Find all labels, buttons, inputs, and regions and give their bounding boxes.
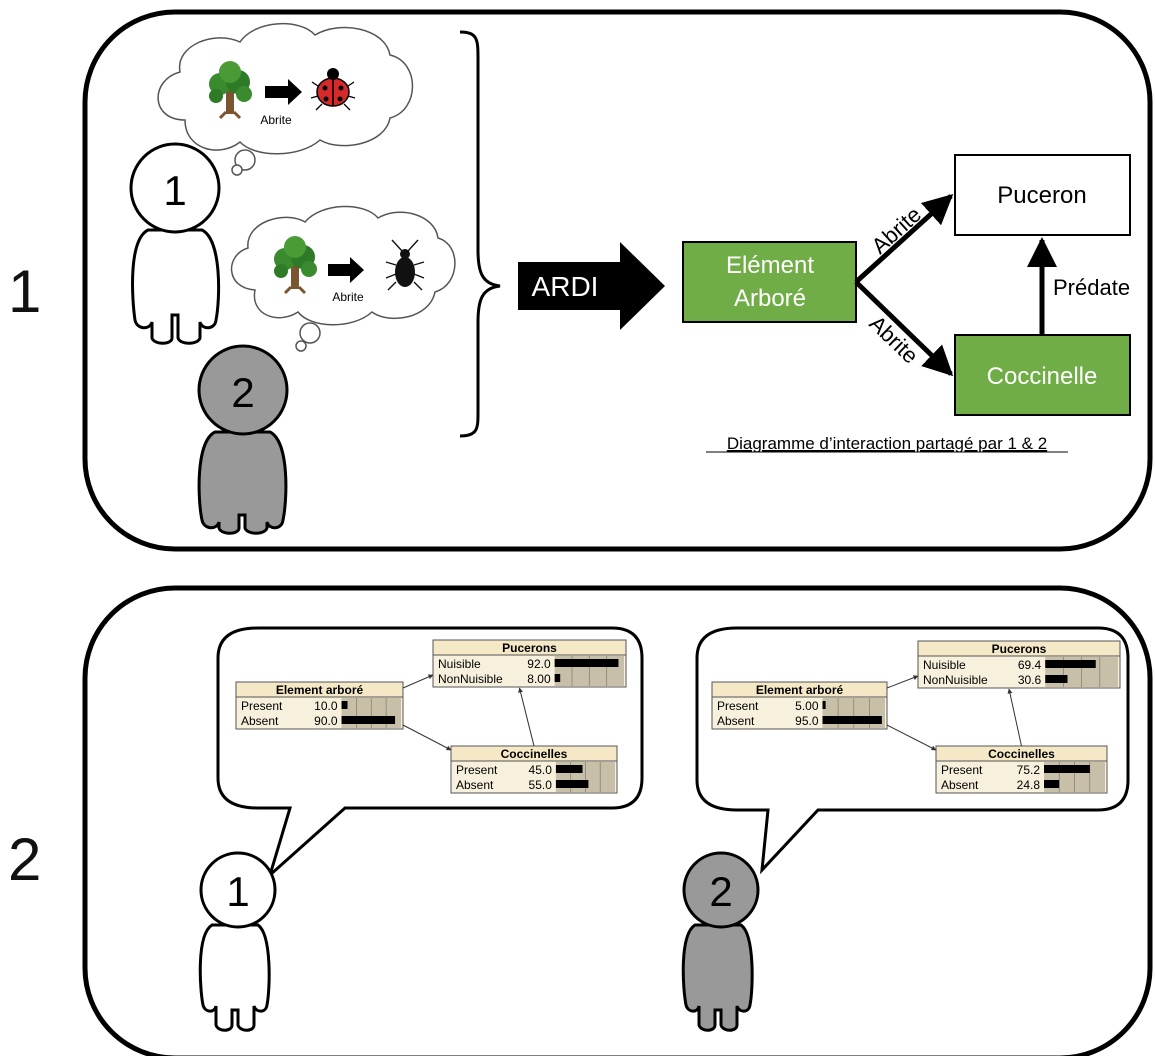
net-p1-pucerons-row-value: 8.00	[527, 672, 551, 686]
edge-ladybird-aphid-label: Prédate	[1053, 275, 1130, 300]
net-p2-pucerons-row-label: NonNuisible	[923, 673, 988, 687]
net-p1-element-row-label: Absent	[241, 714, 279, 728]
net-p2-element-row-label: Present	[717, 699, 759, 713]
net-p2-coccinelles-row-label: Present	[941, 763, 983, 777]
net-p1-pucerons-row-label: NonNuisible	[438, 672, 503, 686]
net-p2-element-row-value: 95.0	[795, 714, 819, 728]
curly-brace	[459, 30, 501, 438]
net-p2-element-row-label: Absent	[717, 714, 755, 728]
arrow-icon-2	[328, 257, 364, 283]
person-1-figure-2: 1	[198, 851, 277, 1032]
net-p2-pucerons-row-bar	[1045, 675, 1068, 683]
arrow-icon	[265, 79, 302, 105]
net-p2-coccinelles-row-bar	[1044, 780, 1060, 788]
ardi-label: ARDI	[532, 271, 599, 302]
edge-tree-aphid	[854, 193, 954, 284]
net-p2-element-title: Element arboré	[756, 683, 844, 697]
net-p1-element-row-value: 90.0	[314, 714, 338, 728]
net-p1-coccinelles-title: Coccinelles	[501, 747, 568, 761]
net-p2-edge-element-pucerons	[886, 675, 919, 689]
net-p2-pucerons-row-label: Nuisible	[923, 658, 966, 672]
net-p1-element-row-bar	[341, 701, 348, 709]
interaction-diagram: Elément Arboré Puceron Coccinelle Abrite…	[682, 154, 1131, 453]
net-p1-coccinelles-row-label: Present	[456, 763, 498, 777]
net-p2-pucerons-title: Pucerons	[992, 642, 1047, 656]
net-p1-edge-coccinelles-pucerons	[518, 687, 535, 747]
thought-cloud-1: Abrite	[157, 23, 414, 176]
person-1-number-2: 1	[226, 868, 249, 915]
net-p1-element-row-label: Present	[241, 699, 283, 713]
section-label-2: 2	[8, 826, 41, 893]
section-1-panel	[82, 9, 1153, 552]
net-p2-pucerons-row-value: 30.6	[1018, 673, 1042, 687]
net-p1-pucerons-row-label: Nuisible	[438, 657, 481, 671]
edge-tree-aphid-label: Abrite	[867, 202, 926, 259]
net-p2-coccinelles-row-label: Absent	[941, 778, 979, 792]
node-aphid-label: Puceron	[997, 182, 1086, 209]
net-p1-pucerons-row-value: 92.0	[527, 657, 551, 671]
net-p1-pucerons-row-bar	[554, 674, 561, 682]
net-p1-pucerons-title: Pucerons	[502, 641, 557, 655]
node-ladybird	[954, 334, 1131, 416]
node-ladybird-label: Coccinelle	[987, 363, 1098, 390]
thought-relation-1: Abrite	[260, 113, 292, 127]
section-label-1: 1	[8, 258, 41, 325]
ladybird-icon	[310, 68, 356, 111]
net-p2-pucerons-row-value: 69.4	[1018, 658, 1042, 672]
net-p1-coccinelles-row-label: Absent	[456, 778, 494, 792]
net-p1-coccinelles-row-bar	[555, 780, 589, 788]
net-p2-element-row-bar	[822, 701, 826, 709]
ardi-arrow: ARDI	[518, 242, 665, 330]
thought-relation-2: Abrite	[332, 290, 364, 304]
net-p1-pucerons-row-bar	[554, 659, 619, 667]
aphid-icon	[385, 239, 425, 291]
net-p1-coccinelles-row-bar	[555, 765, 583, 773]
net-p1-edge-element-coccinelles	[402, 724, 452, 751]
net-p1-element-row-bar	[341, 716, 396, 724]
thought-cloud-2: Abrite	[230, 205, 456, 352]
node-tree-line1: Elément	[726, 252, 814, 279]
edge-tree-ladybird	[854, 280, 954, 377]
person-2-figure: 2	[197, 344, 289, 535]
net-p2-coccinelles-title: Coccinelles	[988, 747, 1055, 761]
section-2-panel	[82, 585, 1153, 1056]
net-p2-coccinelles-row-value: 24.8	[1017, 778, 1041, 792]
net-p1-coccinelles-row-value: 55.0	[529, 778, 553, 792]
net-p1-element-title: Element arboré	[276, 683, 364, 697]
diagram-caption: Diagramme d’interaction partagé par 1 & …	[727, 434, 1047, 453]
person-1-figure: 1	[129, 142, 221, 345]
node-aphid	[954, 154, 1131, 236]
person-1-number: 1	[163, 167, 186, 214]
net-p1-edge-element-pucerons	[402, 674, 434, 689]
node-tree	[682, 241, 857, 323]
net-p2-coccinelles-row-bar	[1044, 765, 1090, 773]
net-p1-coccinelles-row-value: 45.0	[529, 763, 553, 777]
person-2-figure-2: 2	[681, 851, 760, 1032]
net-p2-element-row-value: 5.00	[795, 699, 819, 713]
node-tree-line2: Arboré	[734, 285, 806, 312]
net-p2-edge-coccinelles-pucerons	[1007, 688, 1022, 747]
person-2-number-2: 2	[709, 868, 732, 915]
net-p2-edge-element-coccinelles	[886, 724, 937, 751]
net-p2-pucerons-row-bar	[1045, 660, 1096, 668]
net-p2-element-row-bar	[822, 716, 882, 724]
net-p1-element-row-value: 10.0	[314, 699, 338, 713]
person-2-number: 2	[231, 369, 254, 416]
net-p2-coccinelles-row-value: 75.2	[1017, 763, 1041, 777]
